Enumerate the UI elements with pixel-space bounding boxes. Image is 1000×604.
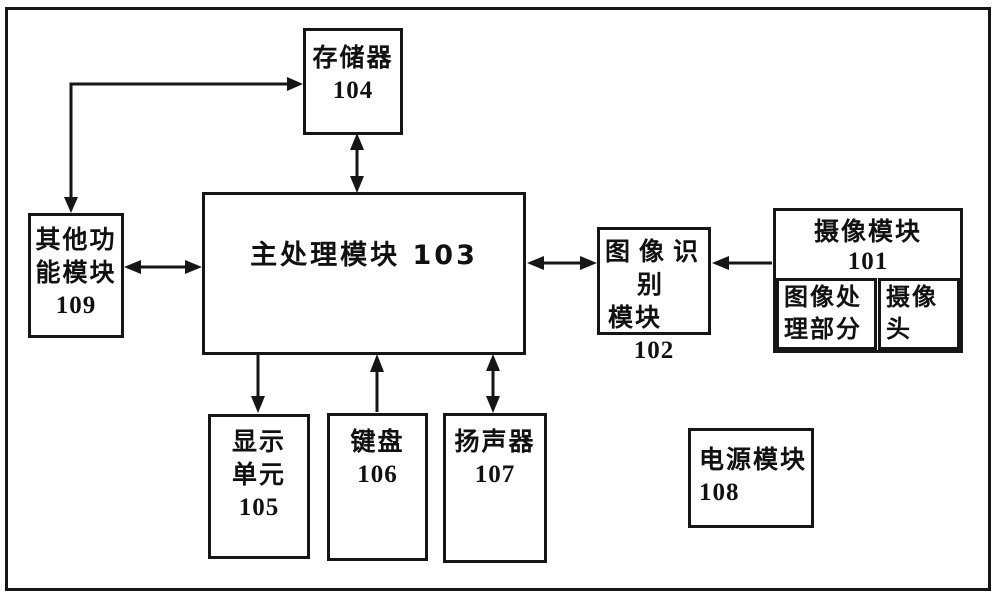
- speaker-label: 扬声器: [454, 427, 536, 456]
- power-module-box: 电源模块 108: [688, 428, 814, 528]
- memory-box: 存储器 104: [303, 28, 403, 135]
- other-functions-line2: 能模块: [35, 258, 117, 287]
- power-module-ref: 108: [699, 479, 740, 506]
- power-module-label: 电源模块: [699, 445, 808, 474]
- image-recognition-box: 图像识别 模块 102: [597, 227, 711, 364]
- keyboard-box: 键盘 106: [327, 413, 428, 561]
- keyboard-label: 键盘: [350, 427, 405, 456]
- camera-head-cell: 摄像头: [878, 278, 960, 350]
- main-processing-box: 主处理模块 103: [202, 192, 526, 355]
- camera-module-label: 摄像模块: [813, 217, 922, 246]
- speaker-ref: 107: [474, 461, 516, 488]
- speaker-box: 扬声器 107: [443, 413, 547, 563]
- memory-label: 存储器: [312, 43, 394, 72]
- display-unit-line1: 显示: [231, 427, 286, 456]
- figure-border: [5, 7, 991, 591]
- display-unit-line2: 单元: [231, 460, 286, 489]
- camera-module-box: 摄像模块 101 图像处 理部分 摄像头: [773, 208, 963, 353]
- image-recognition-ref: 102: [633, 337, 675, 364]
- other-functions-line1: 其他功: [35, 225, 117, 254]
- display-unit-ref: 105: [238, 494, 280, 521]
- image-processing-part-cell: 图像处 理部分: [776, 278, 877, 350]
- memory-ref: 104: [332, 77, 374, 104]
- main-processing-label: 主处理模块 103: [250, 240, 478, 271]
- image-processing-part-line2: 理部分: [784, 315, 862, 343]
- camera-head-label: 摄像头: [886, 283, 938, 343]
- keyboard-ref: 106: [357, 461, 398, 488]
- image-processing-part-line1: 图像处: [784, 283, 862, 311]
- image-recognition-line2: 模块: [608, 303, 663, 332]
- display-unit-box: 显示 单元 105: [208, 414, 310, 559]
- other-functions-box: 其他功 能模块 109: [28, 213, 124, 338]
- image-recognition-line1: 图像识别: [604, 237, 707, 299]
- other-functions-ref: 109: [55, 292, 97, 319]
- camera-module-ref: 101: [847, 248, 889, 275]
